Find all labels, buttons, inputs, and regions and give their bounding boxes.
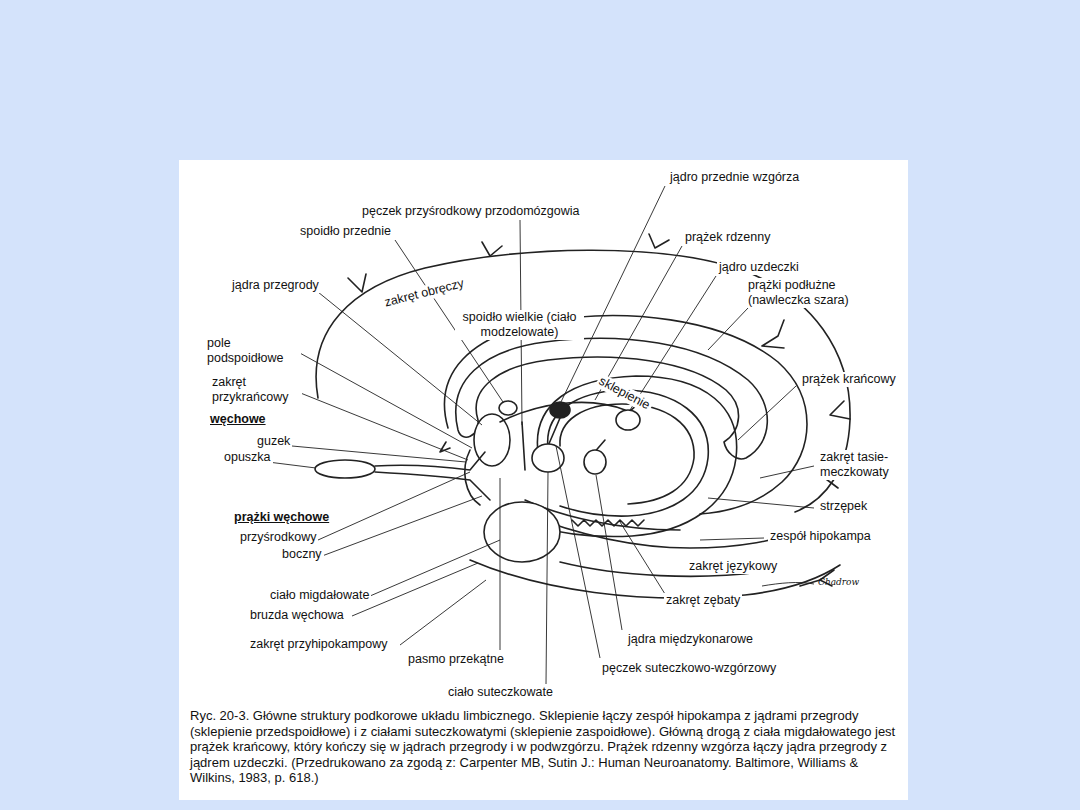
- leader-line: [500, 478, 501, 650]
- leader-line: [298, 392, 468, 460]
- structure-label: jądra przegrody: [230, 278, 321, 293]
- structure-label: guzek: [255, 434, 292, 449]
- mammillary-body: [532, 444, 564, 472]
- leader-line: [620, 522, 665, 594]
- interpeduncular-nucleus: [584, 450, 606, 474]
- structure-label: opuszka: [222, 450, 273, 465]
- structure-label: zakręt zębaty: [664, 593, 742, 608]
- habenular-nucleus: [616, 410, 640, 430]
- structure-label: prążek krańcowy: [800, 372, 898, 387]
- structure-label: pole podspoidłowe: [205, 336, 301, 366]
- leader-line: [322, 496, 482, 556]
- leader-line: [708, 498, 814, 508]
- leader-line: [298, 352, 472, 448]
- cortex-outline: [470, 560, 840, 598]
- leader-line: [318, 472, 470, 540]
- group-heading: prążki węchowe: [232, 510, 331, 525]
- structure-label: pęczek przyśrodkowy przodomózgowia: [360, 204, 581, 219]
- amygdala: [484, 502, 560, 562]
- structure-label: zakręt tasie- meczkowaty: [818, 450, 906, 480]
- structure-label: sklepienie: [594, 373, 654, 414]
- leader-line: [268, 462, 316, 468]
- structure-label: jądro uzdeczki: [717, 260, 801, 275]
- stria-medullaris: [500, 402, 625, 422]
- leader-line: [370, 540, 500, 596]
- structure-label: spoidło wielkie (ciało modzelowate): [455, 310, 584, 340]
- leader-line: [700, 538, 764, 540]
- leader-lines: [268, 186, 814, 684]
- structure-label: prążki podłużne (nawleczka szara): [746, 278, 872, 308]
- anterior-commissure: [499, 401, 517, 415]
- structure-label: boczny: [280, 547, 324, 562]
- structure-label: ciało suteczkowate: [446, 685, 555, 700]
- structure-label: prążek rdzenny: [683, 230, 772, 245]
- structure-label: jądro przednie wzgórza: [668, 170, 801, 185]
- fornix: [548, 390, 709, 516]
- leader-line: [400, 580, 486, 645]
- leader-line: [738, 386, 796, 440]
- group-heading: węchowe: [208, 412, 268, 427]
- structure-label: przyśrodkowy: [238, 530, 318, 545]
- leader-line: [292, 446, 466, 462]
- structure-label: zakręt przyhipokampowy: [248, 637, 390, 652]
- structure-label: jądra międzykonarowe: [626, 632, 755, 647]
- structure-label: zakręt przykrańcowy: [210, 375, 302, 405]
- structure-label: ciało migdałowate: [268, 588, 371, 603]
- fornix: [560, 404, 694, 504]
- structure-label: zakręt obręczy: [381, 276, 467, 311]
- subcallosal-area: [465, 450, 480, 505]
- leader-line: [760, 466, 814, 478]
- figure-caption: Ryc. 20-3. Główne struktury podkorowe uk…: [190, 708, 902, 786]
- structure-label: pęczek suteczkowo-wzgórzowy: [600, 661, 778, 676]
- olfactory-bulb: [315, 460, 375, 478]
- medial-forebrain-bundle: [522, 422, 525, 470]
- mammillothalamic-tract: [548, 418, 560, 446]
- structure-label: zakręt językowy: [687, 559, 779, 574]
- structure-label: strzępek: [818, 499, 869, 514]
- structure-label: zespół hipokampa: [768, 529, 873, 544]
- fimbria: [572, 520, 644, 526]
- leader-line: [630, 276, 716, 410]
- structure-label: bruzda węchowa: [248, 608, 346, 623]
- figure-panel: [179, 160, 908, 800]
- artist-signature: Chadrow: [816, 577, 861, 588]
- signature-stroke: [762, 583, 814, 586]
- leader-line: [596, 475, 622, 630]
- structure-label: pasmo przekątne: [406, 652, 506, 667]
- leader-line: [556, 446, 600, 658]
- leader-line: [546, 472, 548, 684]
- leader-line: [708, 308, 748, 350]
- structure-label: spoidło przednie: [298, 224, 393, 239]
